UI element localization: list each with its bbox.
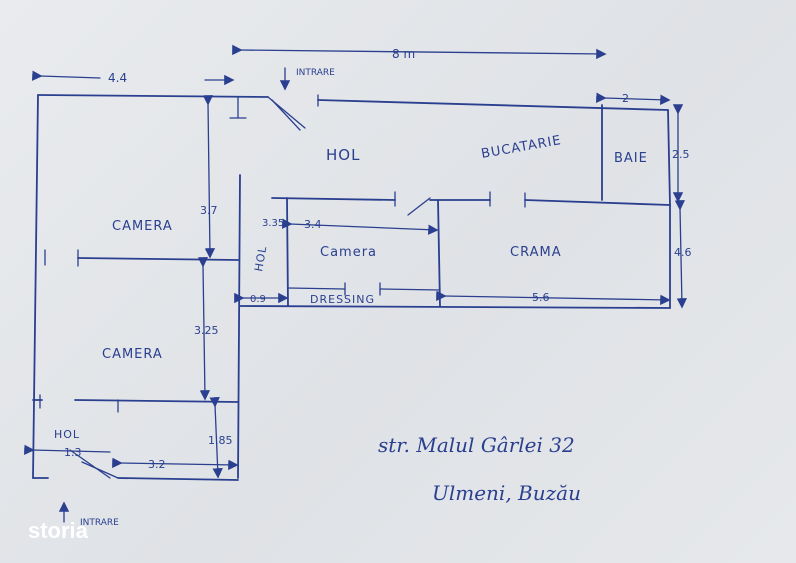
room-baie: BAIE	[614, 151, 648, 166]
wall-under-hol-left	[271, 197, 396, 201]
room-hol-main: HOL	[326, 146, 360, 164]
dimension-values: 8 m 4.4 2 2.5 4.6 5.6 3.7 3.25 1.85 1.3 …	[64, 47, 692, 471]
wall-camera-bottom-bottom	[74, 399, 239, 403]
address-line1: str. Malul Gârlei 32	[378, 433, 575, 457]
dim-camera-top-height: 3.7	[200, 204, 218, 217]
wall-bottom	[117, 477, 239, 481]
wall-top-right	[317, 99, 669, 111]
wall-camera-middle-right	[437, 199, 441, 307]
dim-crama-width: 5.6	[532, 291, 550, 304]
room-camera-bottom: CAMERA	[102, 347, 163, 362]
dimension-lines	[24, 44, 688, 523]
dim-baie-height: 2.5	[672, 148, 690, 161]
wall-right-baie	[667, 109, 671, 206]
door-middle	[407, 197, 431, 216]
entrance-bottom-label: INTRARE	[80, 518, 119, 528]
dim-camera-middle-width: 3.4	[304, 218, 322, 231]
room-bucatarie: BUCATARIE	[480, 133, 563, 162]
room-hol-vertical: HOL	[252, 245, 269, 273]
door-bottom-left-2	[81, 461, 119, 479]
dressing-line-left	[287, 287, 346, 290]
wall-vertical-corridor	[237, 174, 241, 479]
walls	[32, 94, 671, 481]
dim-hol-small-height: 1.85	[208, 434, 233, 447]
dressing-line-right	[379, 288, 441, 291]
dim-camera-middle-height: 3.35	[262, 218, 284, 229]
wall-top-left	[37, 94, 269, 98]
wall-crama-bottom	[239, 305, 671, 309]
room-dressing: DRESSING	[310, 293, 375, 306]
entrance-top-label: INTRARE	[296, 68, 335, 78]
wall-camera-top-bottom	[77, 257, 239, 261]
dim-crama-height: 4.6	[674, 246, 692, 259]
doors	[69, 96, 431, 479]
address-line2: Ulmeni, Buzău	[432, 481, 581, 505]
room-crama: CRAMA	[510, 245, 562, 260]
door-top-entrance-2	[271, 99, 301, 131]
room-camera-middle: Camera	[320, 245, 377, 260]
dim-camera-bottom-height: 3.25	[194, 324, 219, 337]
dim-baie-width: 2	[622, 92, 629, 105]
address: str. Malul Gârlei 32 Ulmeni, Buzău	[378, 433, 581, 505]
wall-under-bucatarie	[524, 199, 671, 206]
dim-bottom-width: 3.2	[148, 458, 166, 471]
room-camera-top: CAMERA	[112, 219, 173, 234]
dim-small-gap: 0.9	[250, 294, 266, 305]
dim-total-width: 8 m	[392, 47, 415, 61]
room-hol-small: HOL	[54, 428, 80, 441]
dim-hol-small-width: 1.3	[64, 446, 82, 459]
dim-left-width: 4.4	[108, 71, 127, 85]
storia-logo: storia	[28, 518, 89, 543]
wall-left-outer	[32, 94, 39, 479]
storia-logo-text: storia	[28, 518, 89, 543]
door-bottom-left	[69, 449, 111, 479]
wall-camera-middle-left	[286, 197, 289, 307]
